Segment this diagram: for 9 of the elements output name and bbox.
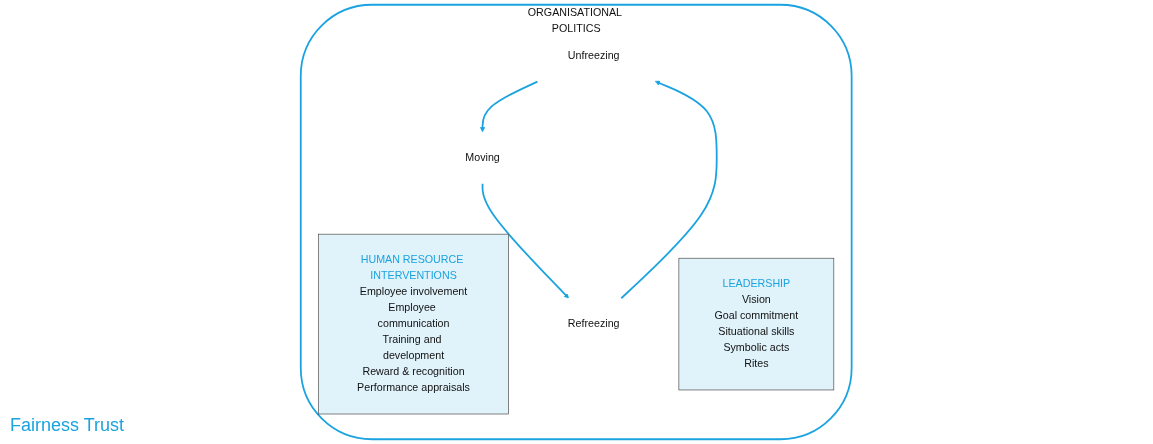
arrow (620, 80, 718, 300)
arrow (481, 182, 570, 299)
node-text: Moving (465, 151, 501, 164)
node-box: HUMAN RESOURCE INTERVENTIONS Employee involvement Employee communication Training and development Reward & recognition Performance appraisals (318, 233, 510, 415)
node-text: Refreezing (568, 317, 620, 330)
node-text: Unfreezing (568, 49, 620, 62)
arrow (480, 80, 539, 133)
center-label: Fairness Trust (10, 415, 125, 435)
node-box: LEADERSHIP Vision Goal commitment Situational skills Symbolic acts Rites (678, 257, 835, 391)
